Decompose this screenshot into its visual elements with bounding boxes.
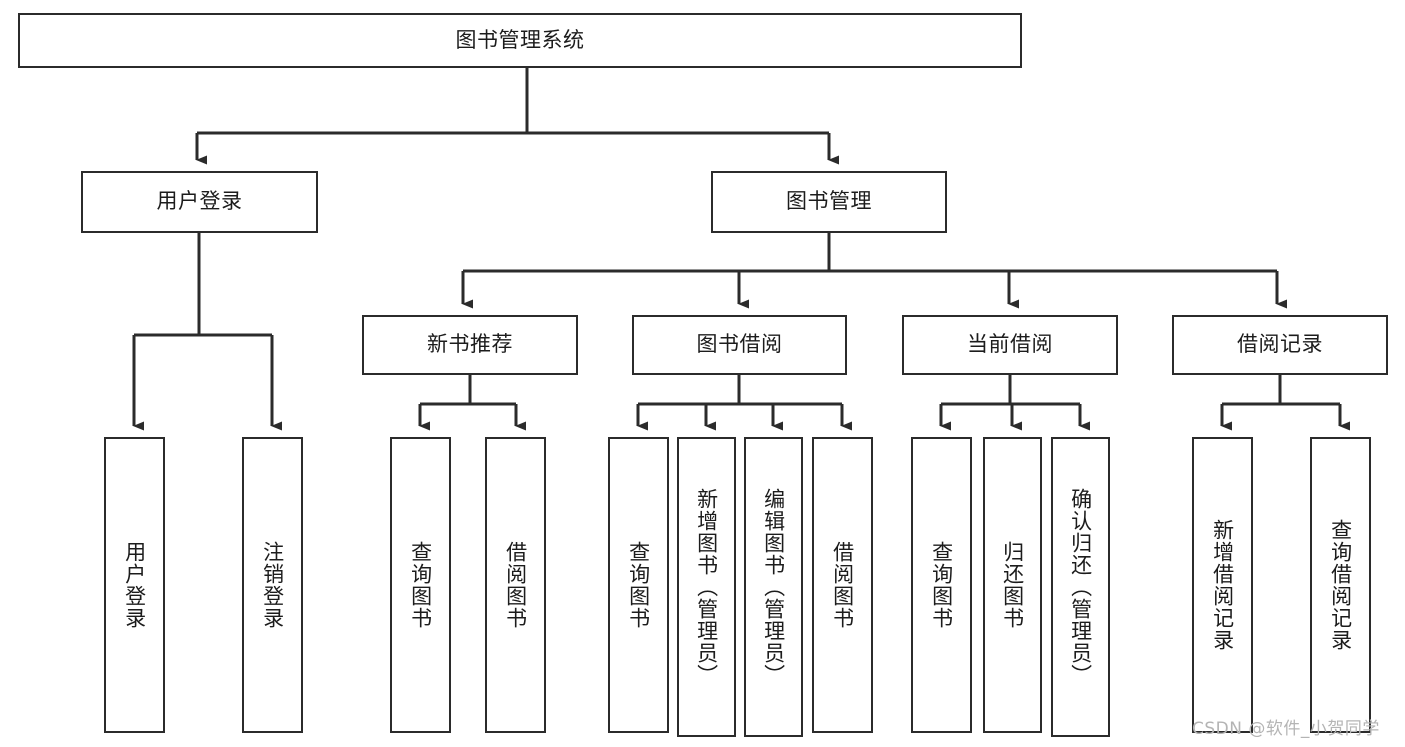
node-leaf-4[interactable]: 查询图书 bbox=[608, 437, 669, 733]
node-leaf-6[interactable]: 编辑图书（管理员） bbox=[744, 437, 803, 737]
node-leaf-11-label: 新增借阅记录 bbox=[1210, 519, 1235, 651]
node-leaf-3[interactable]: 借阅图书 bbox=[485, 437, 546, 733]
node-leaf-6-label: 编辑图书（管理员） bbox=[761, 488, 786, 686]
node-leaf-2-label: 查询图书 bbox=[408, 541, 433, 629]
node-leaf-5[interactable]: 新增图书（管理员） bbox=[677, 437, 736, 737]
node-leaf-4-label: 查询图书 bbox=[626, 541, 651, 629]
node-leaf-0-label: 用户登录 bbox=[122, 541, 147, 629]
node-leaf-11[interactable]: 新增借阅记录 bbox=[1192, 437, 1253, 733]
node-level2-1-label: 图书管理 bbox=[786, 189, 872, 214]
node-level3-3-label: 借阅记录 bbox=[1237, 332, 1323, 357]
node-leaf-1-label: 注销登录 bbox=[260, 541, 285, 629]
node-leaf-7[interactable]: 借阅图书 bbox=[812, 437, 873, 733]
node-leaf-1[interactable]: 注销登录 bbox=[242, 437, 303, 733]
node-leaf-10[interactable]: 确认归还（管理员） bbox=[1051, 437, 1110, 737]
node-leaf-0[interactable]: 用户登录 bbox=[104, 437, 165, 733]
node-leaf-10-label: 确认归还（管理员） bbox=[1068, 488, 1093, 686]
node-level3-2-label: 当前借阅 bbox=[967, 332, 1053, 357]
node-leaf-5-label: 新增图书（管理员） bbox=[694, 488, 719, 686]
node-level3-2[interactable]: 当前借阅 bbox=[902, 315, 1118, 375]
node-leaf-7-label: 借阅图书 bbox=[830, 541, 855, 629]
connector-lines bbox=[132, 68, 1350, 431]
node-level2-0[interactable]: 用户登录 bbox=[81, 171, 318, 233]
node-leaf-12[interactable]: 查询借阅记录 bbox=[1310, 437, 1371, 733]
node-root-label: 图书管理系统 bbox=[455, 27, 585, 52]
node-level2-1[interactable]: 图书管理 bbox=[711, 171, 947, 233]
node-level3-1-label: 图书借阅 bbox=[696, 332, 783, 357]
node-leaf-12-label: 查询借阅记录 bbox=[1328, 519, 1353, 651]
node-root[interactable]: 图书管理系统 bbox=[18, 13, 1022, 68]
node-leaf-9-label: 归还图书 bbox=[1000, 541, 1025, 629]
node-leaf-3-label: 借阅图书 bbox=[503, 541, 528, 629]
node-level3-1[interactable]: 图书借阅 bbox=[632, 315, 847, 375]
node-leaf-2[interactable]: 查询图书 bbox=[390, 437, 451, 733]
node-level3-3[interactable]: 借阅记录 bbox=[1172, 315, 1388, 375]
node-level3-0[interactable]: 新书推荐 bbox=[362, 315, 578, 375]
node-leaf-9[interactable]: 归还图书 bbox=[983, 437, 1042, 733]
node-level2-0-label: 用户登录 bbox=[156, 189, 243, 214]
node-leaf-8-label: 查询图书 bbox=[929, 541, 954, 629]
node-level3-0-label: 新书推荐 bbox=[427, 332, 513, 357]
node-leaf-8[interactable]: 查询图书 bbox=[911, 437, 972, 733]
